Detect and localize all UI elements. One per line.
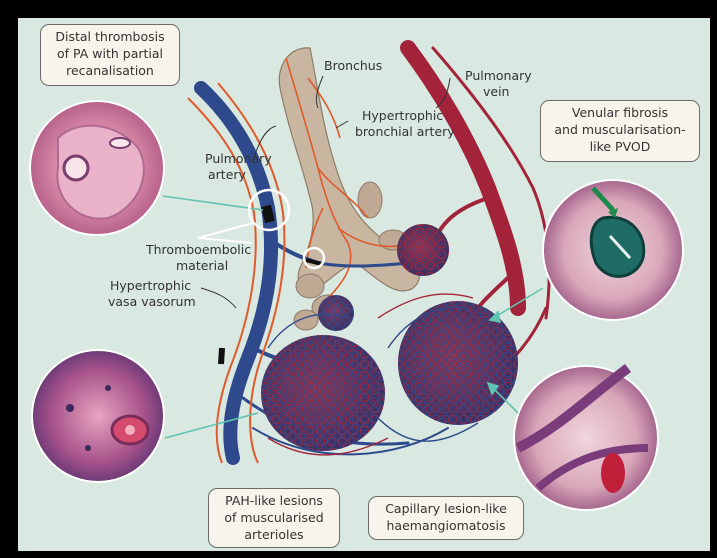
box-capillary-lesion-line-1: Capillary lesion-like bbox=[375, 500, 517, 517]
box-distal-thrombosis-line-1: Distal thrombosis bbox=[47, 28, 173, 45]
thrombus-mark-lower bbox=[221, 348, 222, 364]
histology-venular-fibrosis bbox=[543, 180, 683, 320]
box-pah-lesions-line-1: PAH-like lesions bbox=[215, 492, 333, 509]
histology-capillary-lesion bbox=[514, 366, 658, 510]
histology-pah-lesion bbox=[32, 350, 164, 482]
box-pah-lesions-line-2: of muscularised bbox=[215, 509, 333, 526]
box-venular-fibrosis: Venular fibrosis and muscularisation- li… bbox=[540, 100, 700, 162]
label-vasa-vasorum-2: vasa vasorum bbox=[108, 294, 196, 309]
box-venular-fibrosis-line-1: Venular fibrosis bbox=[547, 104, 693, 121]
box-capillary-lesion-line-2: haemangiomatosis bbox=[375, 517, 517, 534]
box-distal-thrombosis: Distal thrombosis of PA with partial rec… bbox=[40, 24, 180, 86]
label-pulmonary-vein-1: Pulmonary bbox=[465, 68, 532, 83]
pah-cluster bbox=[261, 335, 385, 451]
box-capillary-lesion: Capillary lesion-like haemangiomatosis bbox=[368, 496, 524, 540]
box-pah-lesions-line-3: arterioles bbox=[215, 526, 333, 543]
label-bronchial-artery-2: bronchial artery bbox=[355, 124, 455, 139]
label-thromboembolic-2: material bbox=[176, 258, 228, 273]
box-distal-thrombosis-line-2: of PA with partial bbox=[47, 45, 173, 62]
thrombus-mark bbox=[266, 206, 270, 222]
label-thromboembolic-1: Thromboembolic bbox=[145, 242, 251, 257]
box-distal-thrombosis-line-3: recanalisation bbox=[47, 62, 173, 79]
label-vasa-vasorum-1: Hypertrophic bbox=[110, 278, 191, 293]
bronchus-shape bbox=[279, 48, 427, 330]
label-pulmonary-vein-2: vein bbox=[483, 84, 509, 99]
label-pulmonary-artery-2: artery bbox=[208, 167, 247, 182]
label-bronchus: Bronchus bbox=[324, 58, 382, 73]
box-venular-fibrosis-line-3: like PVOD bbox=[547, 138, 693, 155]
leader-bronchial-artery bbox=[336, 121, 348, 128]
diagram-panel: Bronchus Pulmonary vein Hypertrophic bro… bbox=[18, 18, 710, 551]
label-bronchial-artery-1: Hypertrophic bbox=[362, 108, 443, 123]
illustration: Bronchus Pulmonary vein Hypertrophic bro… bbox=[18, 18, 710, 551]
label-pulmonary-artery-1: Pulmonary bbox=[205, 151, 272, 166]
box-venular-fibrosis-line-2: and muscularisation- bbox=[547, 121, 693, 138]
leader-vasa-vasorum bbox=[201, 288, 236, 308]
histology-distal-thrombosis bbox=[30, 101, 164, 235]
box-pah-lesions: PAH-like lesions of muscularised arterio… bbox=[208, 488, 340, 548]
